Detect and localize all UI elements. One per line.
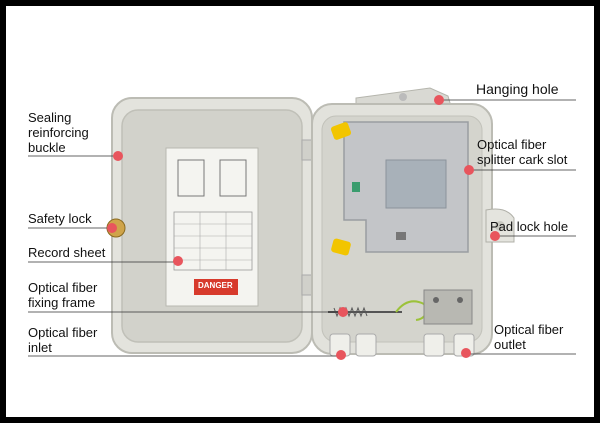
label-inlet: Optical fiber inlet bbox=[28, 325, 98, 355]
terminal-block bbox=[423, 289, 473, 325]
box-body bbox=[311, 87, 515, 357]
marker-inlet bbox=[336, 350, 346, 360]
marker-safety-lock bbox=[107, 223, 117, 233]
label-pad-lock: Pad lock hole bbox=[490, 219, 569, 234]
label-sealing-buckle: Sealing reinforcing buckle bbox=[28, 110, 89, 155]
marker-record-sheet bbox=[173, 256, 183, 266]
marker-pad-lock bbox=[490, 231, 500, 241]
label-safety-lock: Safety lock bbox=[28, 211, 92, 226]
marker-hanging-hole bbox=[434, 95, 444, 105]
label-hanging-hole: Hanging hole bbox=[476, 81, 559, 97]
marker-sealing bbox=[113, 151, 123, 161]
label-splitter-slot: Optical fiber splitter cark slot bbox=[477, 137, 568, 167]
label-outlet: Optical fiber outlet bbox=[494, 322, 564, 352]
box-lid bbox=[106, 97, 313, 354]
marker-outlet bbox=[461, 348, 471, 358]
marker-splitter-slot bbox=[464, 165, 474, 175]
label-record-sheet: Record sheet bbox=[28, 245, 106, 260]
warning-sticker bbox=[194, 279, 238, 295]
warning-sticker-text: DANGER bbox=[198, 281, 233, 290]
hanging-hole bbox=[399, 93, 407, 101]
label-fixing-frame: Optical fiber fixing frame bbox=[28, 280, 98, 310]
marker-fixing-frame bbox=[338, 307, 348, 317]
splitter-slot bbox=[385, 159, 447, 209]
leader-lines bbox=[28, 99, 576, 357]
markers bbox=[107, 95, 500, 360]
